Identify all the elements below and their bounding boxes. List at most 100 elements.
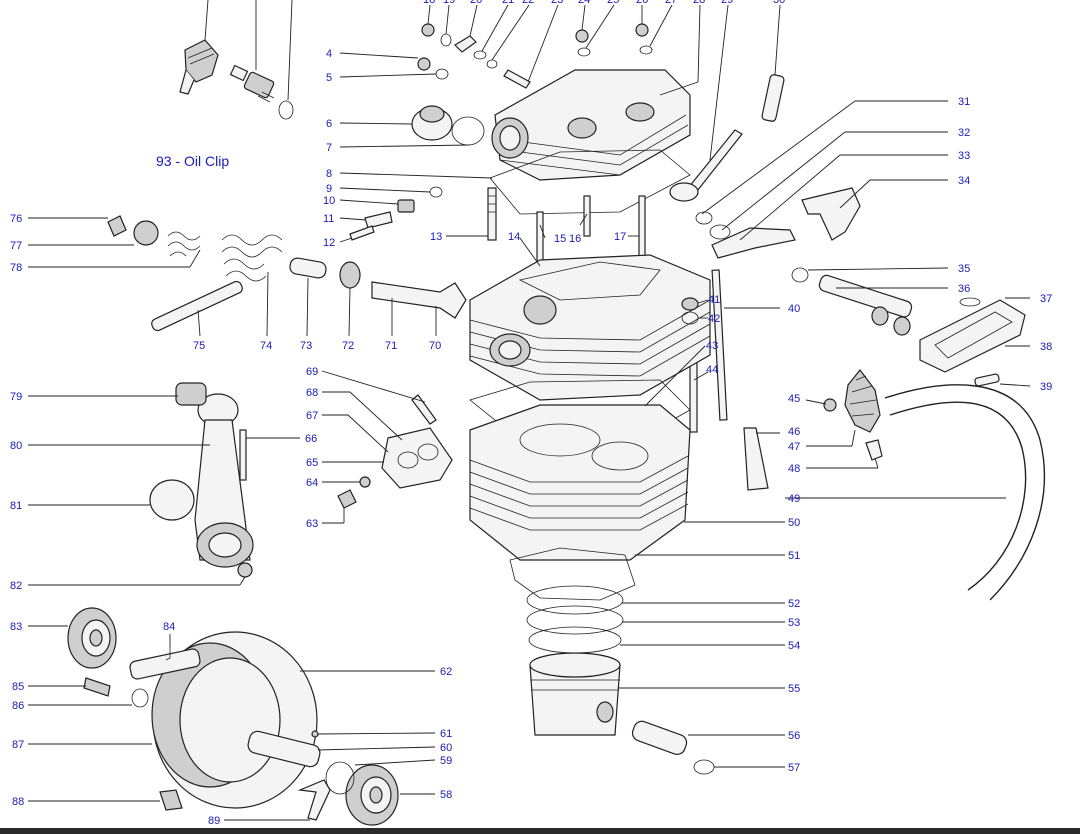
callout-10: 10 (323, 195, 335, 207)
screw-61 (311, 730, 319, 738)
callout-4: 4 (326, 48, 332, 60)
callout-16: 16 (569, 233, 581, 245)
callout-87: 87 (12, 739, 24, 751)
oil-pipe-inner (889, 401, 1027, 591)
connecting-rod (194, 393, 254, 568)
callout-65: 65 (306, 457, 318, 469)
callout-42: 42 (708, 313, 720, 325)
shim-59 (325, 761, 355, 795)
oil-clip-note: 93 - Oil Clip (156, 153, 229, 169)
callout-54: 54 (788, 640, 800, 652)
callout-51: 51 (788, 550, 800, 562)
callout-7: 7 (326, 142, 332, 154)
callout-21: 21 (502, 0, 514, 6)
callout-57: 57 (788, 762, 800, 774)
callout-67: 67 (306, 410, 318, 422)
callout-29: 29 (721, 0, 733, 6)
callout-6: 6 (326, 118, 332, 130)
callout-44: 44 (706, 364, 718, 376)
callout-28: 28 (693, 0, 705, 6)
callout-53: 53 (788, 617, 800, 629)
small-end-bush (175, 382, 207, 406)
callout-61: 61 (440, 728, 452, 740)
callout-70: 70 (429, 340, 441, 352)
callout-79: 79 (10, 391, 22, 403)
callout-71: 71 (385, 340, 397, 352)
callout-56: 56 (788, 730, 800, 742)
callout-83: 83 (10, 621, 22, 633)
callout-24: 24 (578, 0, 590, 6)
pin-84 (165, 648, 171, 661)
callout-47: 47 (788, 441, 800, 453)
drive-shaft-pin (297, 779, 331, 821)
valve-guide (669, 74, 785, 202)
spark-plug (229, 64, 275, 103)
rod-nut (237, 562, 253, 578)
callout-8: 8 (326, 168, 332, 180)
rocker-arm-right (801, 187, 861, 241)
cover-screw (974, 373, 1000, 387)
callout-12: 12 (323, 237, 335, 249)
callout-19: 19 (443, 0, 455, 6)
callout-labels: 4 5 6 7 8 9 10 11 12 13 14 15 16 17 18 1… (10, 0, 1052, 827)
callout-22: 22 (522, 0, 534, 6)
callout-58: 58 (440, 789, 452, 801)
nut-88 (159, 789, 183, 811)
inspection-cap (411, 105, 453, 141)
callout-73: 73 (300, 340, 312, 352)
callout-66: 66 (305, 433, 317, 445)
circlip (693, 759, 715, 775)
callout-50: 50 (788, 517, 800, 529)
callout-85: 85 (12, 681, 24, 693)
main-bearing-right (345, 764, 399, 826)
callout-15: 15 (554, 233, 566, 245)
callout-52: 52 (788, 598, 800, 610)
cylinder-barrel (469, 404, 691, 561)
callout-63: 63 (306, 518, 318, 530)
callout-32: 32 (958, 127, 970, 139)
callout-31: 31 (958, 96, 970, 108)
callout-23: 23 (551, 0, 563, 6)
callout-64: 64 (306, 477, 318, 489)
callout-80: 80 (10, 440, 22, 452)
callout-77: 77 (10, 240, 22, 252)
leader-lines (28, 0, 1031, 821)
callout-88: 88 (12, 796, 24, 808)
rocker-cover (491, 69, 691, 181)
callout-89: 89 (208, 815, 220, 827)
flywheel (129, 631, 321, 809)
plug-washer (278, 100, 294, 120)
callout-26: 26 (636, 0, 648, 6)
big-end-bearing (149, 479, 195, 521)
nut-85 (83, 677, 111, 697)
washer-86 (131, 688, 149, 708)
cap-o-ring (451, 116, 485, 146)
callout-43: 43 (706, 340, 718, 352)
cylinder-head (469, 254, 711, 401)
callout-74: 74 (260, 340, 272, 352)
valve-assembly (107, 215, 467, 332)
callout-25: 25 (607, 0, 619, 6)
callout-49: 49 (788, 493, 800, 505)
spark-plug-cap (179, 39, 219, 95)
callout-81: 81 (10, 500, 22, 512)
callout-17: 17 (614, 231, 626, 243)
callout-55: 55 (788, 683, 800, 695)
callout-40: 40 (788, 303, 800, 315)
callout-20: 20 (470, 0, 482, 6)
callout-27: 27 (665, 0, 677, 6)
end-cover-plate (919, 297, 1026, 373)
parts-drawings (67, 23, 1046, 826)
callout-36: 36 (958, 283, 970, 295)
piston (529, 652, 621, 736)
rocker-arm-left (711, 227, 796, 259)
callout-45: 45 (788, 393, 800, 405)
callout-82: 82 (10, 580, 22, 592)
callout-13: 13 (430, 231, 442, 243)
callout-59: 59 (440, 755, 452, 767)
base-gasket (509, 547, 636, 601)
callout-39: 39 (1040, 381, 1052, 393)
callout-41: 41 (708, 294, 720, 306)
callout-78: 78 (10, 262, 22, 274)
